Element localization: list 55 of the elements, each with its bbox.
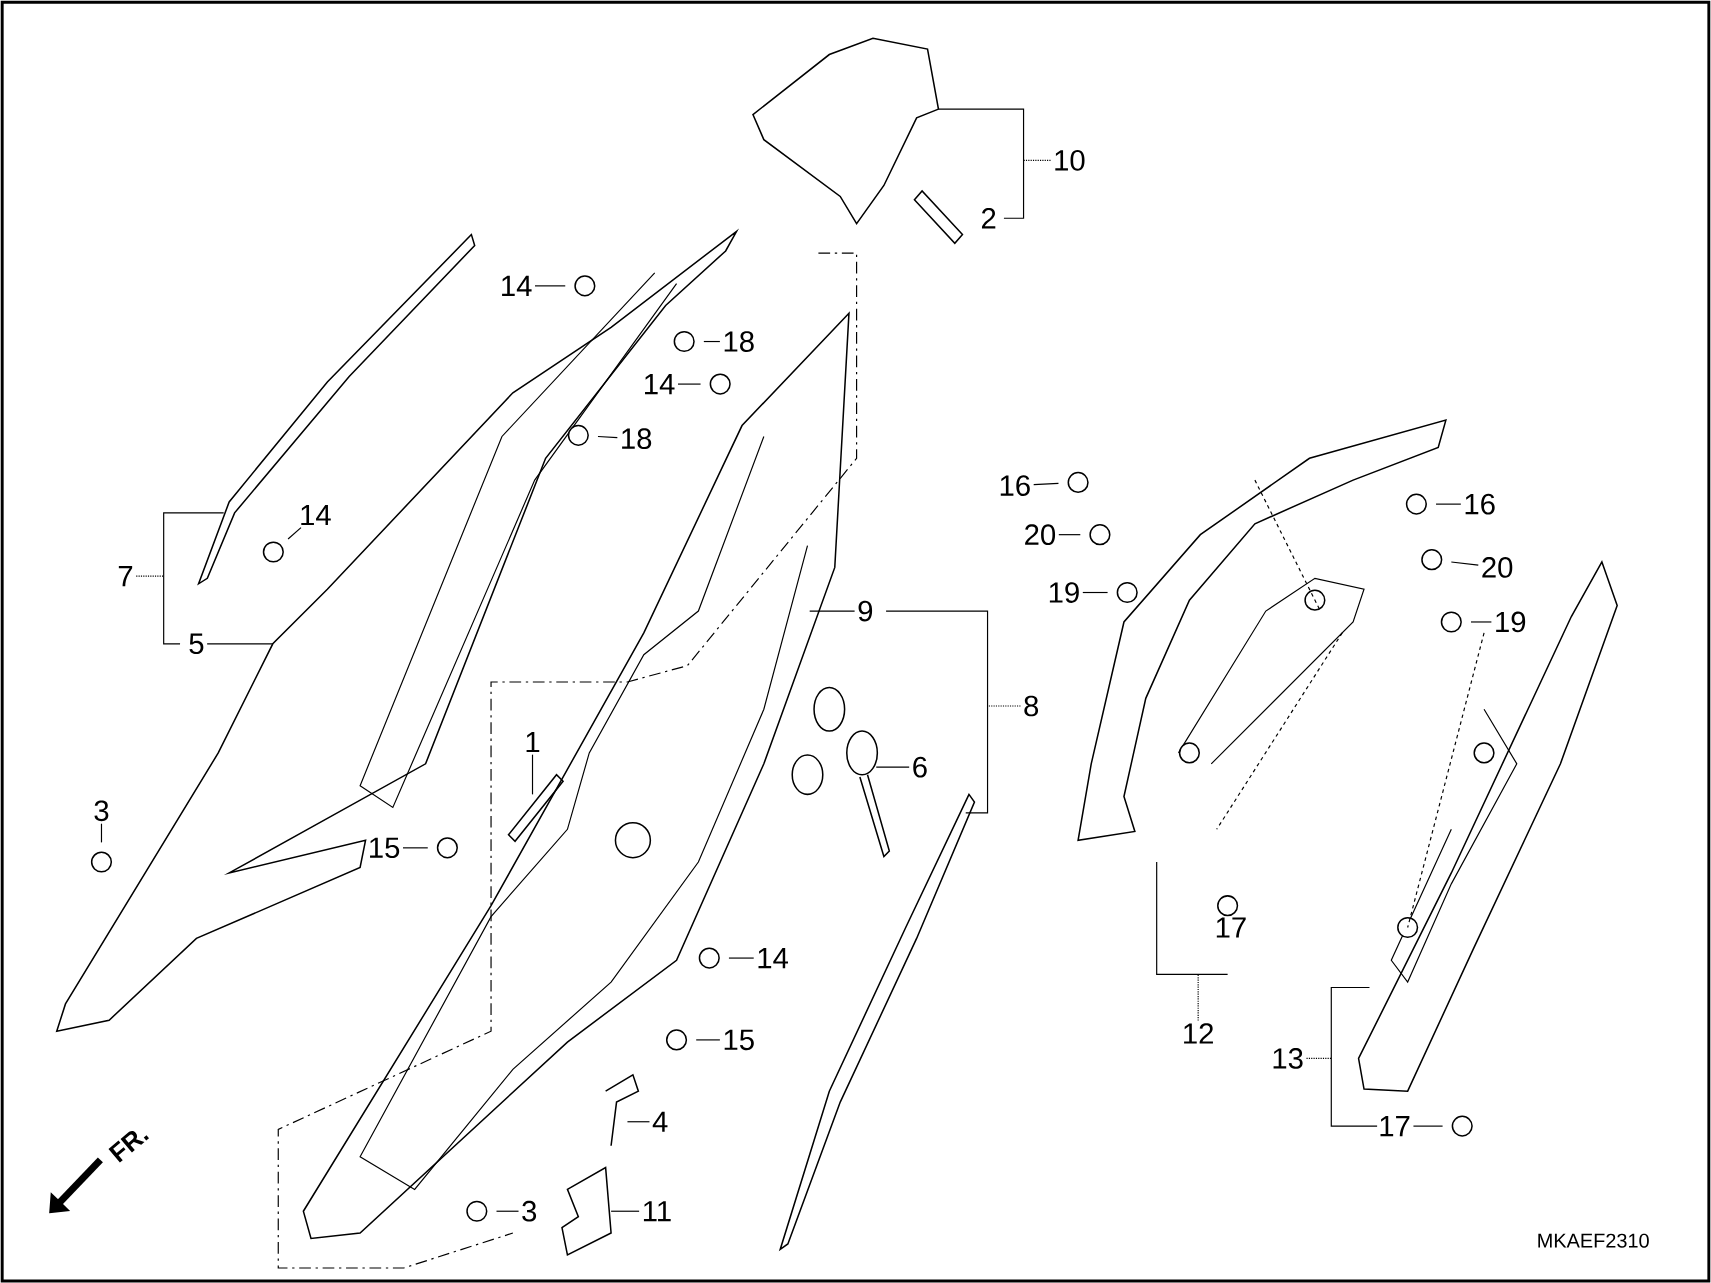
leader-line <box>728 957 755 959</box>
leader-line <box>100 823 103 843</box>
callout-number: 11 <box>643 1201 671 1222</box>
leader-line <box>597 435 618 439</box>
leader-line <box>809 610 856 612</box>
leader-line <box>531 753 534 795</box>
callout-number: 18 <box>622 428 652 449</box>
leader-line <box>206 643 274 645</box>
leader-line <box>534 285 566 287</box>
leader-line <box>695 1039 721 1041</box>
leader-line <box>287 526 302 540</box>
callout-number: 8 <box>1024 695 1039 717</box>
leader-line <box>610 1210 640 1212</box>
callout-number: 16 <box>1000 475 1030 496</box>
leader-line <box>1082 591 1109 593</box>
callout-number: 19 <box>1049 582 1079 603</box>
leader-line <box>626 1121 651 1123</box>
callout-number: 15 <box>370 837 400 858</box>
direction-label: FR. <box>108 1130 149 1163</box>
callout-number: 14 <box>301 504 331 525</box>
leader-line <box>677 383 702 385</box>
callout-number: 20 <box>1025 524 1056 545</box>
leader-line <box>703 340 721 342</box>
callout-number: 14 <box>758 947 788 968</box>
callout-number: 7 <box>118 565 133 587</box>
callout-number: 9 <box>858 600 873 622</box>
callout-number: 15 <box>724 1029 754 1050</box>
leader-line <box>875 766 910 768</box>
leader-line <box>1470 621 1492 623</box>
leader-line <box>1033 482 1060 486</box>
leader-line <box>1435 503 1462 505</box>
callout-number: 6 <box>913 756 927 778</box>
callout-number: 16 <box>1465 493 1495 515</box>
callout-number: 12 <box>1184 1023 1213 1044</box>
leader-line <box>1058 533 1081 536</box>
leader-line <box>1412 1125 1444 1127</box>
callout-number: 5 <box>189 633 204 654</box>
callout-number: 19 <box>1496 611 1526 633</box>
leader-line <box>495 1210 520 1212</box>
leader-line <box>402 847 429 849</box>
callout-number: 18 <box>724 331 754 352</box>
callout-number: 10 <box>1055 149 1085 171</box>
callout-number: 1 <box>526 731 540 752</box>
callout-number: 20 <box>1482 556 1513 578</box>
callout-number: 14 <box>645 373 675 395</box>
callout-number: 3 <box>522 1200 537 1222</box>
callout-number: 13 <box>1273 1047 1303 1069</box>
callout-number: 4 <box>652 1111 668 1132</box>
callout-number: 3 <box>94 800 109 821</box>
callout-number: 14 <box>502 275 532 296</box>
callout-number: 2 <box>981 207 996 229</box>
callout-number: 17 <box>1380 1115 1410 1137</box>
leader-line <box>1450 561 1479 566</box>
callout-number: 17 <box>1216 917 1246 938</box>
drawing-code: MKAEF2310 <box>1538 1233 1649 1248</box>
